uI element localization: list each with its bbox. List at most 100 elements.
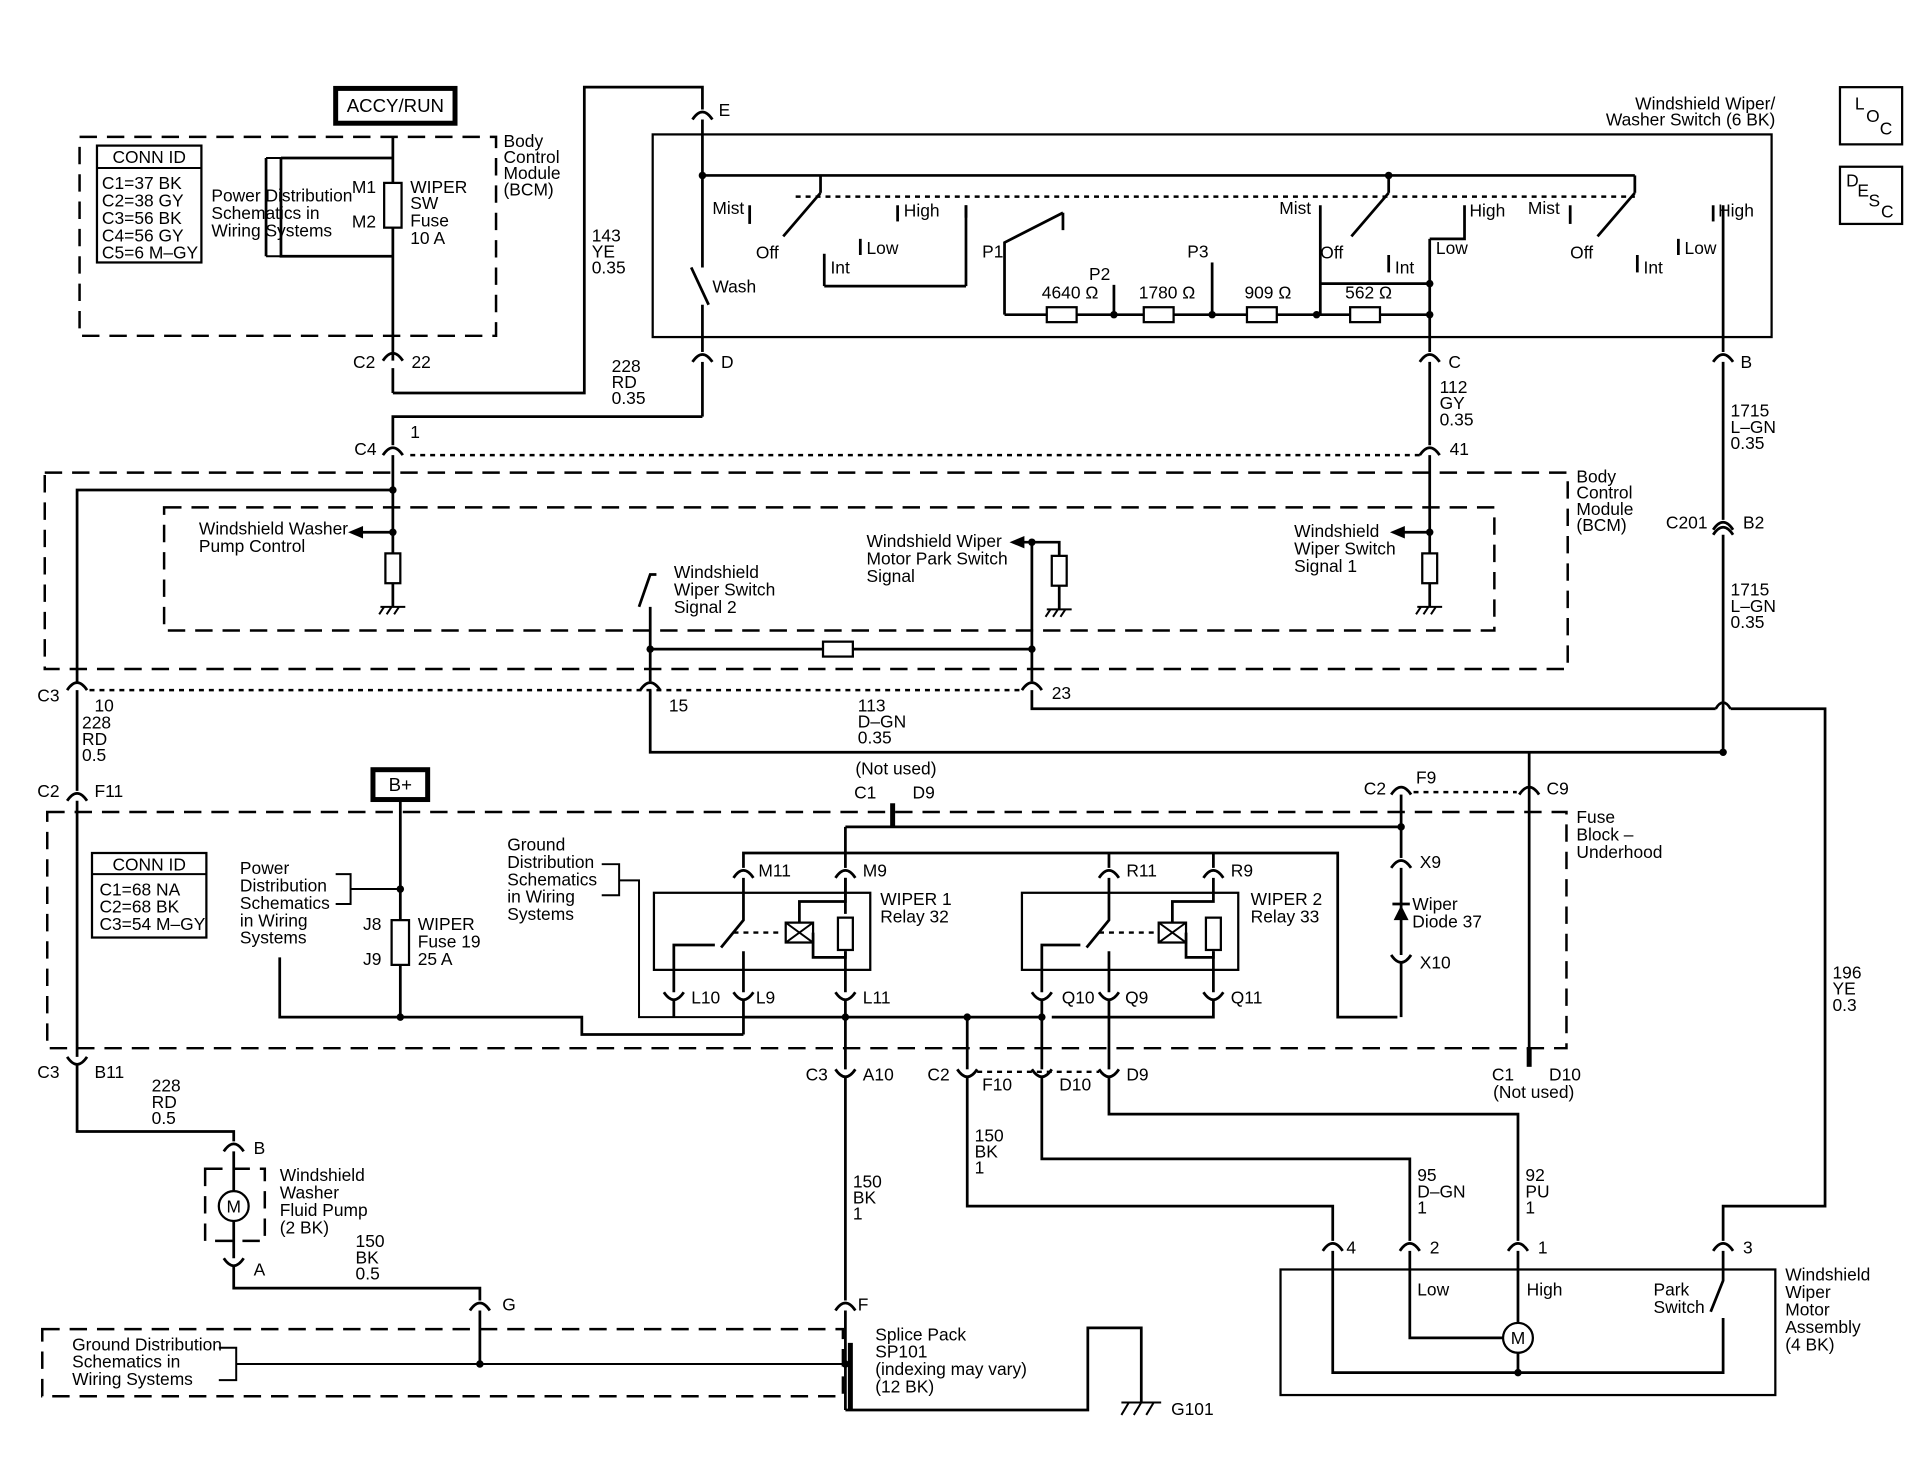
motor-low-label: Low xyxy=(1417,1280,1449,1300)
park-switch-label: Switch xyxy=(1653,1297,1704,1317)
ground-dist-ref[interactable]: Ground Distribution xyxy=(72,1334,222,1354)
desc-button[interactable]: D E S C xyxy=(1838,165,1904,226)
connector-e xyxy=(691,110,714,121)
connector-l9 xyxy=(732,991,755,1002)
connector-r11 xyxy=(1097,869,1121,879)
ground-icon xyxy=(378,605,406,615)
bcm-inner-outline xyxy=(162,506,1496,632)
wire-150-label: 150 xyxy=(853,1171,882,1191)
conn-row: C4=56 GY xyxy=(102,225,184,245)
mode-low: Low xyxy=(1436,238,1468,258)
power-dist-ref-line: Wiring Systems xyxy=(211,220,332,240)
wire-label: 1 xyxy=(1417,1198,1427,1218)
ground-dist-ref[interactable]: Ground xyxy=(507,835,565,855)
connector-motor-1 xyxy=(1506,1242,1530,1252)
ground-icon xyxy=(1415,605,1443,615)
motor-high-label: High xyxy=(1527,1280,1563,1300)
pin-label: D xyxy=(721,352,734,372)
bcm-top-outline xyxy=(78,135,498,338)
connector-pump-a xyxy=(222,1257,245,1268)
fuse-label: 25 A xyxy=(418,949,453,969)
pin-label: A xyxy=(254,1260,266,1280)
conn-row: C3=54 M–GY xyxy=(99,914,205,934)
connector-c2-22 xyxy=(381,351,404,362)
mode-int: Int xyxy=(1395,258,1415,278)
fuse-label: SW xyxy=(410,193,439,213)
conn-row: C1=37 BK xyxy=(102,173,182,193)
power-dist-ref[interactable]: Power Distribution xyxy=(211,186,352,206)
pin-label: Q9 xyxy=(1125,987,1148,1007)
wire-label: D–GN xyxy=(1417,1181,1465,1201)
mode-mist: Mist xyxy=(1279,198,1311,218)
pin-label: 41 xyxy=(1450,439,1469,459)
connector-label: C1 xyxy=(854,782,876,802)
wire-196-label: 196 xyxy=(1833,963,1862,983)
washer-pump-title: Washer xyxy=(280,1183,339,1203)
wire-label: 0.5 xyxy=(356,1263,380,1283)
connector-x10 xyxy=(1390,954,1413,964)
connector-c3-a10 xyxy=(834,1068,857,1079)
connector-label: C1 xyxy=(1492,1065,1514,1085)
pin-label: M9 xyxy=(863,861,887,881)
pin-label: 23 xyxy=(1052,683,1071,703)
connector-motor-2 xyxy=(1398,1242,1421,1252)
connector-d xyxy=(691,353,714,363)
pin-label: F9 xyxy=(1416,767,1436,787)
connector-label: C3 xyxy=(37,1062,59,1082)
connector-label: C3 xyxy=(806,1065,828,1085)
pin-label: B xyxy=(254,1138,266,1158)
splice-pack-label: SP101 xyxy=(875,1342,927,1362)
connector-g xyxy=(468,1301,491,1312)
wire-label: RD xyxy=(612,372,637,392)
park-switch-signal-label: Motor Park Switch xyxy=(867,549,1008,569)
motor-title: (4 BK) xyxy=(1785,1334,1834,1354)
wire-label: BK xyxy=(975,1142,999,1162)
fuse-block-outline xyxy=(45,810,1568,1050)
mode-mist: Mist xyxy=(1528,198,1560,218)
relay-label: WIPER 1 xyxy=(880,889,952,909)
power-dist-ref[interactable]: Power xyxy=(240,858,290,878)
pin-label: C9 xyxy=(1547,779,1569,799)
wire-143-label: 143 xyxy=(592,225,621,245)
accy-run-text: ACCY/RUN xyxy=(347,95,444,116)
pin-label: X9 xyxy=(1420,852,1441,872)
pin-label: A10 xyxy=(863,1065,894,1085)
motor-symbol: M xyxy=(1511,1328,1526,1348)
pin-label: G xyxy=(502,1295,516,1315)
switch-title: Washer Switch (6 BK) xyxy=(1606,110,1775,130)
desc-letter-d: D xyxy=(1846,171,1859,191)
loc-letter-c: C xyxy=(1880,118,1893,138)
pin-label: 15 xyxy=(669,695,688,715)
bcm-mid-outline xyxy=(43,471,1569,671)
mode-off: Off xyxy=(1320,243,1343,263)
wire-label: 0.35 xyxy=(1731,612,1765,632)
connector-c2-f10 xyxy=(956,1068,979,1079)
connector-c3-b11 xyxy=(65,1056,89,1066)
resistor-label: 4640 Ω xyxy=(1042,283,1099,303)
wire-label: RD xyxy=(82,729,107,749)
mode-high: High xyxy=(1469,200,1505,220)
connector-c3-15 xyxy=(639,681,662,691)
diode-label: Diode 37 xyxy=(1412,912,1482,932)
resistor-label: 1780 Ω xyxy=(1139,283,1196,303)
wire-label: 0.35 xyxy=(1731,433,1765,453)
wiper-motor-icon xyxy=(1501,1321,1535,1354)
pin-label: C xyxy=(1448,352,1461,372)
bcm-label: Body xyxy=(1576,467,1616,487)
fuse-block-title: Fuse xyxy=(1576,807,1615,827)
motor-title: Windshield xyxy=(1785,1265,1870,1285)
pin-label: D9 xyxy=(1126,1065,1148,1085)
arrow-left-icon xyxy=(1389,526,1405,539)
connector-label: C2 xyxy=(37,781,59,801)
ground-dist-ref-line: Distribution xyxy=(507,852,594,872)
splice-pack-label: Splice Pack xyxy=(875,1324,966,1344)
wire-228-label: 228 xyxy=(152,1076,181,1096)
conn-row: C5=6 M–GY xyxy=(102,243,199,263)
wire-label: 0.3 xyxy=(1833,995,1857,1015)
connector-label: C201 xyxy=(1666,513,1708,533)
ground-dist-ref-line: Systems xyxy=(507,904,574,924)
arrow-left-icon xyxy=(348,526,364,539)
bcm-label: (BCM) xyxy=(504,179,554,199)
pin-label: Q11 xyxy=(1231,987,1263,1007)
loc-button[interactable]: L O C xyxy=(1838,86,1904,146)
